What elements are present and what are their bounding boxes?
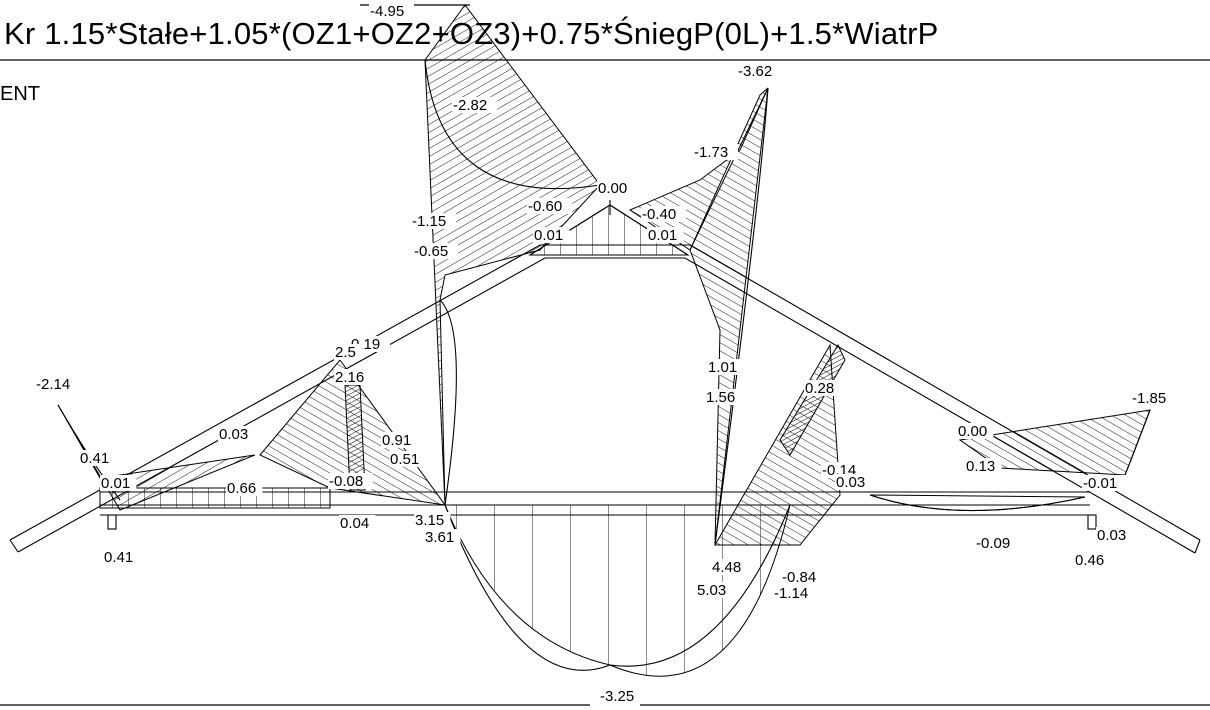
value-label-v-0-01-right: 0.01 [648,227,677,244]
value-label-bg [328,473,373,489]
value-label-bg [334,344,362,360]
value-label-bg [100,475,137,491]
value-label-v-0-28: 0.28 [805,380,834,397]
value-label-v-3-15: 3.15 [415,512,444,529]
value-label-v-0-65: -0.65 [414,243,448,260]
value-label-bg [413,243,458,259]
value-label-bg [389,451,426,467]
value-label-bg [707,359,744,375]
value-label-v-0-41-b: 0.41 [104,549,133,566]
value-label-v-0-00-right: 0.00 [958,423,987,440]
value-label-v-0-66: 0.66 [227,480,256,497]
diagram-type-label: ENT [0,83,40,105]
moment-outline [57,59,1151,671]
value-label-v-0-01-right-end: -0.01 [1083,475,1117,492]
value-label-v-1-73: -1.73 [694,144,728,161]
value-label-v-3-62: -3.62 [738,63,772,80]
value-label-v-0-91: 0.91 [382,432,411,449]
value-label-bg [414,512,451,528]
value-label-v-2-82: -2.82 [453,97,487,114]
value-label-v-5-03: 5.03 [697,582,726,599]
value-label-v-3-25: -3.25 [600,688,634,705]
value-labels: -4.95 -3.62 -2.82 -1.73 0.00 -0.60 -0.40 0.01 0.… [35,3,1176,705]
value-label-v-1-85: -1.85 [1132,390,1166,407]
value-label-bg [781,569,826,585]
value-label-v-4-95: -4.95 [370,3,404,20]
value-label-v-0-84: -0.84 [782,569,816,586]
value-label-bg [773,585,818,601]
value-label-v-1-01: 1.01 [708,359,737,376]
value-label-v-1-15: -1.15 [412,213,446,230]
value-label-v-0-03-mid: 0.03 [836,474,865,491]
value-label-bg [693,144,738,160]
value-label-v-0-40: -0.40 [642,206,676,223]
value-label-bg [527,198,572,214]
value-label-bg [381,432,418,448]
value-label-v-0-41-a: 0.41 [80,450,109,467]
value-label-bg [218,426,255,442]
value-label-v-0-09: -0.09 [976,535,1010,552]
value-label-v-0-13: 0.13 [966,458,995,475]
value-label-v-0-08: -0.08 [329,473,363,490]
frame-lines [0,4,1210,706]
value-label-bg [452,97,497,113]
value-label-bg [705,389,742,405]
value-label-bg [411,213,456,229]
value-label-bg [957,423,994,439]
value-label-v-0-01-left: 0.01 [534,227,563,244]
value-label-v-0-03-left: 0.03 [219,426,248,443]
value-label-v-4-48: 4.48 [712,559,741,576]
value-label-bg [965,458,1002,474]
value-label-bg [975,535,1020,551]
value-label-bg [1131,390,1176,406]
value-label-bg [226,480,263,496]
value-label-bg [641,206,686,222]
value-label-bg [1082,475,1127,491]
value-label-v-0-51: 0.51 [390,451,419,468]
value-label-bg [339,515,376,531]
value-label-v-1-14: -1.14 [774,585,808,602]
value-label-bg [804,380,841,396]
value-label-v-0-04: 0.04 [340,515,369,532]
moment-areas [57,4,1151,677]
value-label-bg [737,64,782,78]
value-label-v-0-01-lower: 0.01 [101,475,130,492]
value-label-v-2-16: 2.16 [335,369,364,386]
value-label-bg [334,369,371,385]
value-label-v-2-14: -2.14 [36,376,70,393]
frame-members [9,200,1201,554]
value-label-bg [369,4,414,18]
value-label-bg [1096,527,1133,543]
value-label-bg [599,689,644,703]
value-label-v-3-61: 3.61 [425,529,454,546]
value-label-v-0-03-right: 0.03 [1097,527,1126,544]
value-label-v-2-5x: 2.5 [335,344,356,361]
value-label-v-0-00-top: 0.00 [598,180,627,197]
value-label-bg [835,474,872,490]
value-label-bg [711,559,748,575]
value-label-v-0-46: 0.46 [1075,552,1104,569]
value-label-v-0-60: -0.60 [528,198,562,215]
value-label-bg [79,450,116,466]
value-label-bg [647,227,684,243]
value-label-bg [103,549,140,565]
value-label-bg [35,376,80,392]
value-label-bg [696,582,733,598]
value-label-bg [533,227,570,243]
value-label-v-1-56: 1.56 [706,389,735,406]
value-label-bg [597,180,634,196]
value-label-bg [1074,552,1111,568]
value-label-bg [424,529,461,545]
